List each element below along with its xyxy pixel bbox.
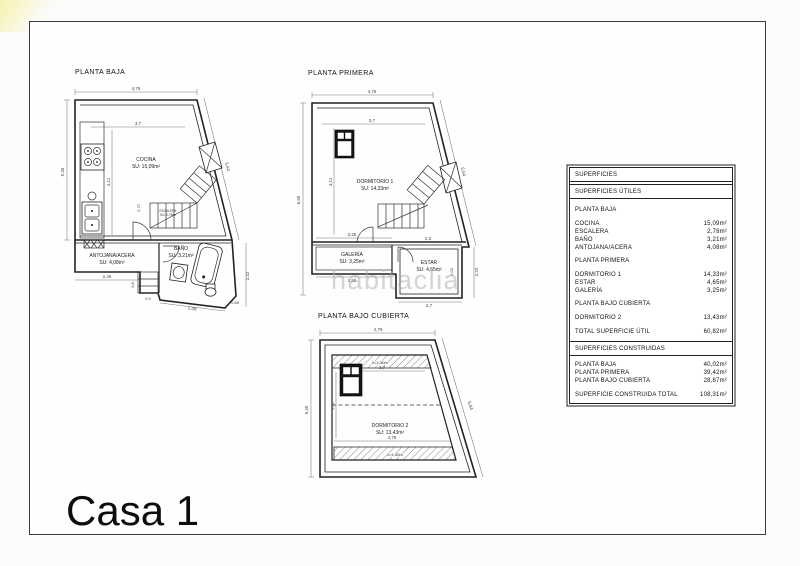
room-area-label: SU: 3,25m²	[339, 259, 365, 265]
room-area-label: SU: 13,43m²	[376, 430, 404, 436]
stove-icon	[84, 147, 101, 166]
plan-planta-baja: PLANTA BAJA	[60, 69, 250, 312]
dim-label: 4,76	[368, 89, 377, 94]
room-label: ANTOJANA/ACERA	[89, 253, 135, 259]
group-heading: PLANTA BAJO CUBIERTA	[575, 300, 651, 307]
group-heading: PLANTA PRIMERA	[575, 257, 630, 264]
table-title: SUPERFICIES	[575, 172, 618, 178]
plan-label: PLANTA BAJA	[75, 69, 125, 76]
entry-steps-icon	[137, 271, 159, 294]
dim-label: 2,03	[449, 267, 454, 276]
room-label: DORMITORIO 2	[372, 423, 409, 429]
dim-label: 6,55	[296, 195, 301, 204]
bed-icon	[339, 363, 363, 397]
window-icon	[439, 161, 463, 194]
dim-label: 0,9	[145, 296, 151, 301]
table-utiles-heading-box: SUPERFICIES ÚTILES	[570, 183, 732, 199]
room-label: COCINA	[136, 157, 156, 163]
door-arc-icon	[132, 221, 152, 241]
dim-label: 3,7	[379, 365, 386, 370]
plan-planta-bajo-cubierta: PLANTA BAJO CUBIERTA h=1,50m h=1,50m	[304, 313, 484, 478]
window-icon	[198, 141, 223, 174]
room-label: ESTAR	[421, 260, 438, 266]
room-label: GALERÍA	[341, 251, 363, 258]
sheet-title: Casa 1	[66, 487, 200, 534]
stairs-icon	[377, 164, 446, 229]
door-arc-icon	[397, 246, 414, 263]
dim-label: 2,72	[136, 203, 141, 212]
table-subtitle-construidas: SUPERFICIES CONSTRUIDAS	[575, 346, 665, 352]
toilet-icon	[204, 283, 217, 297]
plan-label: PLANTA BAJO CUBIERTA	[318, 313, 409, 320]
dim-label: 3,25	[348, 232, 357, 237]
stairs-icon	[149, 165, 217, 229]
dim-label: 5,64	[460, 167, 467, 177]
low-height-zone	[333, 446, 457, 461]
dim-label: 4,76	[132, 86, 141, 91]
group-heading: PLANTA BAJA	[575, 206, 617, 213]
dim-label: 2,42	[245, 271, 250, 280]
plan-planta-primera: PLANTA PRIMERA	[296, 70, 479, 308]
table-subtitle-utiles: SUPERFICIES ÚTILES	[575, 188, 642, 195]
dim-label: 5,64	[224, 162, 231, 172]
table-title-box: SUPERFICIES	[570, 168, 732, 182]
table-construidas-heading-box: SUPERFICIES CONSTRUIDAS	[570, 341, 732, 356]
dim-label: 2,22	[474, 267, 479, 276]
room-label: BAÑO	[174, 245, 188, 252]
dim-label: 4,78	[388, 435, 397, 440]
dim-label: 5,64	[467, 401, 474, 411]
dim-label: 2,09	[188, 305, 198, 311]
dim-label: 2,3	[425, 236, 432, 241]
hob-icon	[87, 191, 97, 201]
plan-label: PLANTA PRIMERA	[308, 70, 374, 77]
height-note-label: h=1,50m	[372, 360, 388, 365]
door-arc-icon	[356, 226, 374, 244]
dim-label: 3,7	[369, 118, 376, 123]
bed-icon	[334, 129, 355, 159]
dim-label: 4,11	[328, 177, 333, 186]
dim-label: 3,7	[135, 121, 142, 126]
dim-label: 2,45	[103, 274, 112, 279]
room-area-label: SU: 4,08m²	[99, 260, 125, 266]
appliance-icon	[83, 239, 105, 249]
room-area-label: SU: 14,33m²	[361, 186, 389, 192]
dim-label: 4,11	[106, 177, 111, 186]
room-area-label: SU: 3,21m²	[168, 253, 194, 259]
dim-label: 0,8	[130, 281, 135, 287]
bathtub-icon	[190, 242, 223, 288]
room-area-label: SU: 15,09m²	[132, 164, 160, 170]
room-area-label: SU: 2,78m²	[160, 213, 176, 217]
height-note-label: h=1,50m	[387, 452, 403, 457]
dim-label: 3,55	[348, 278, 357, 283]
door-arc-icon	[162, 245, 180, 263]
dim-label: 2,7	[426, 303, 433, 308]
washbasin-icon	[169, 262, 189, 283]
dim-label: 5,45	[60, 167, 65, 176]
kitchen-sink-icon	[81, 201, 103, 235]
surfaces-table: SUPERFICIES SUPERFICIES ÚTILES PLANTA BA…	[569, 167, 733, 404]
dim-label: 4,11	[330, 401, 335, 409]
room-area-label: SU: 4,65m²	[416, 267, 442, 273]
dim-label: 0,88	[231, 300, 240, 305]
room-label: ESCALERA	[159, 209, 177, 213]
room-label: DORMITORIO 1	[357, 179, 394, 185]
dim-label: 5,45	[304, 405, 309, 414]
dim-label: 4,76	[374, 327, 383, 332]
